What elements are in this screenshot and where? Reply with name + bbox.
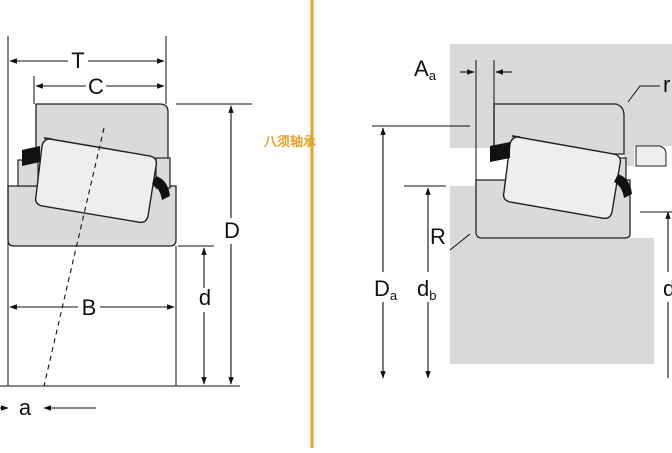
left-bearing-section: T C D d B a [0, 36, 252, 420]
shaft [450, 186, 654, 364]
label-r: r [663, 72, 670, 97]
label-D: D [224, 218, 240, 243]
right-seal-left [490, 142, 510, 162]
seal-right [152, 176, 170, 200]
leader-r [627, 85, 660, 103]
label-Da: Da [374, 276, 398, 303]
label-T: T [71, 48, 84, 73]
pressure-line [43, 127, 105, 387]
housing-step [635, 145, 667, 167]
label-Aa: Aa [414, 56, 437, 83]
right-seal-right [614, 174, 632, 198]
label-a: a [19, 395, 32, 420]
label-B: B [82, 295, 97, 320]
right-mounted-section: Aa r R Da db d [372, 44, 672, 379]
label-d: d [199, 285, 211, 310]
right-tapered-roller [502, 135, 622, 220]
tapered-roller [34, 137, 158, 224]
label-R: R [430, 224, 446, 249]
label-d-edge: d [663, 276, 672, 301]
label-C: C [88, 74, 104, 99]
watermark-text: 八须轴承 [263, 134, 316, 150]
seal-left [22, 146, 40, 166]
leader-R [449, 233, 471, 251]
label-db: db [417, 276, 436, 303]
